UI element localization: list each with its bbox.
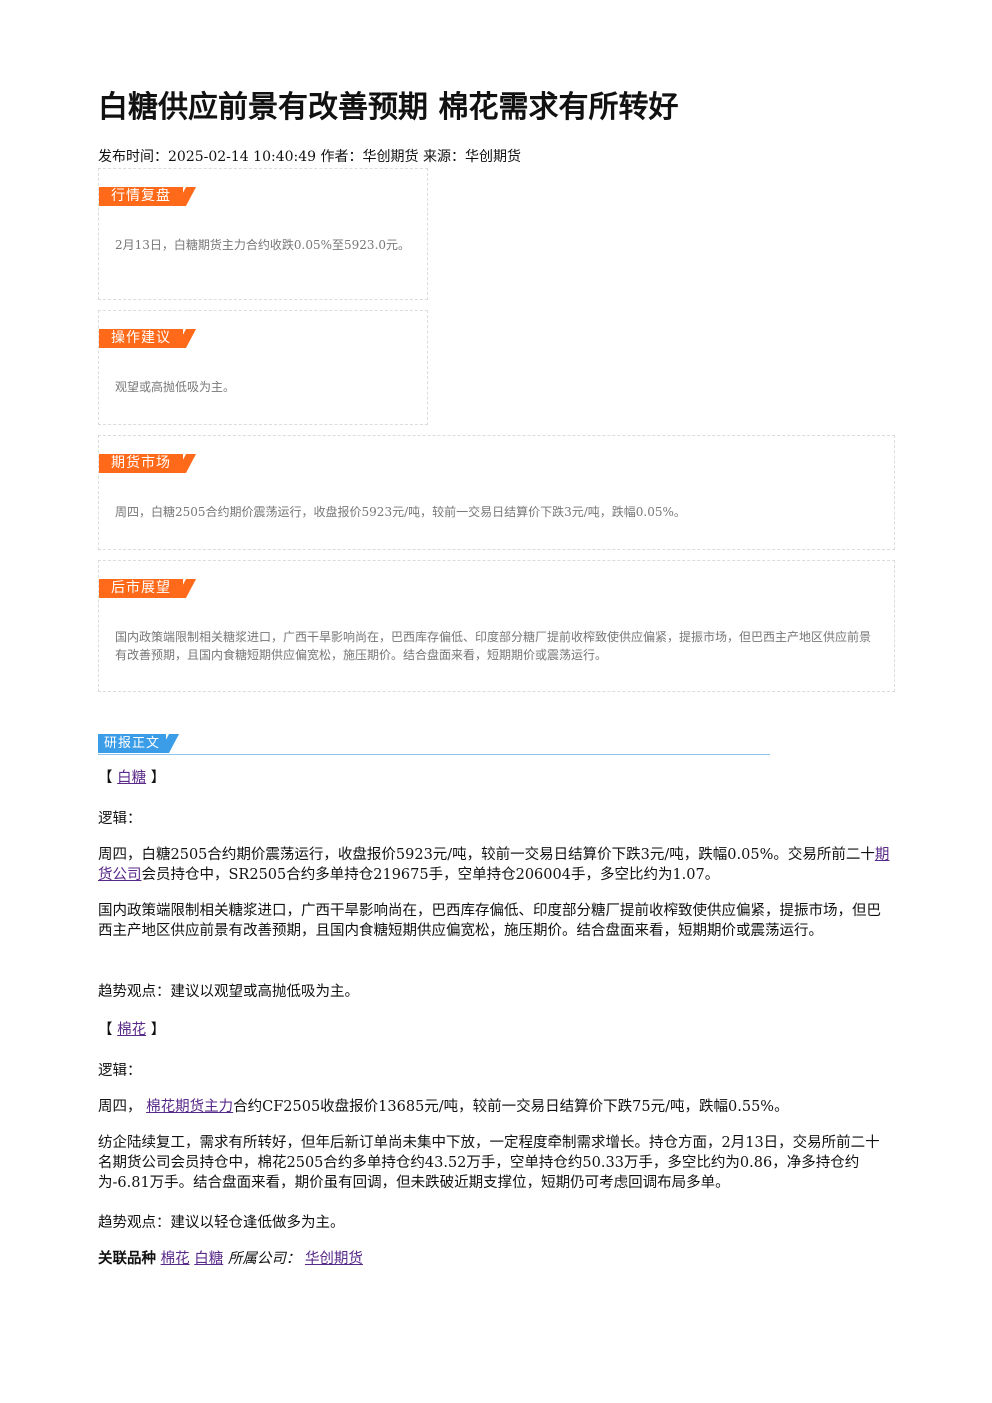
sugar-paragraph-1: 周四，白糖2505合约期价震荡运行，收盘报价5923元/吨，较前一交易日结算价下… [98, 847, 890, 883]
article-meta: 发布时间：2025-02-14 10:40:49 作者：华创期货 来源：华创期货 [98, 149, 521, 165]
sugar-link[interactable]: 白糖 [117, 770, 147, 786]
cotton-trend: 趋势观点：建议以轻仓逢低做多为主。 [98, 1215, 345, 1231]
card-text: 2月13日，白糖期货主力合约收跌0.05%至5923.0元。 [115, 238, 411, 252]
related-cotton-link[interactable]: 棉花 [160, 1251, 190, 1267]
sugar-paragraph-2: 国内政策端限制相关糖浆进口，广西干旱影响尚在，巴西库存偏低、印度部分糖厂提前收榨… [98, 903, 881, 939]
cotton-link[interactable]: 棉花 [117, 1022, 147, 1038]
cotton-futures-main-link[interactable]: 棉花期货主力 [146, 1099, 234, 1115]
card-text: 国内政策端限制相关糖浆进口，广西干旱影响尚在，巴西库存偏低、印度部分糖厂提前收榨… [115, 630, 872, 662]
sugar-logic-label: 逻辑： [98, 811, 142, 827]
cotton-paragraph-2: 纺企陆续复工，需求有所转好，但年后新订单尚未集中下放，一定程度牵制需求增长。持仓… [98, 1135, 880, 1191]
page-title: 白糖供应前景有改善预期 棉花需求有所转好 [98, 90, 679, 125]
card-text: 周四，白糖2505合约期价震荡运行，收盘报价5923元/吨，较前一交易日结算价下… [115, 505, 686, 519]
related-sugar-link[interactable]: 白糖 [194, 1251, 224, 1267]
card-tag: 期货市场 [99, 454, 183, 473]
cotton-heading: 【 棉花 】 [98, 1022, 166, 1038]
card-tag: 操作建议 [99, 329, 183, 348]
card-market-review: 行情复盘 2月13日，白糖期货主力合约收跌0.05%至5923.0元。 [98, 168, 428, 300]
sugar-heading: 【 白糖 】 [98, 770, 166, 786]
card-tag: 后市展望 [99, 579, 183, 598]
cotton-paragraph-1: 周四， 棉花期货主力合约CF2505收盘报价13685元/吨，较前一交易日结算价… [98, 1099, 789, 1115]
company-label: 所属公司： [227, 1251, 301, 1267]
company-link[interactable]: 华创期货 [304, 1251, 363, 1267]
card-tag: 行情复盘 [99, 187, 183, 206]
sugar-trend: 趋势观点：建议以观望或高抛低吸为主。 [98, 984, 359, 1000]
card-operation-advice: 操作建议 观望或高抛低吸为主。 [98, 310, 428, 425]
futures-company-link[interactable]: 期货公司 [98, 847, 890, 883]
report-section-tag: 研报正文 [98, 734, 167, 753]
related-footer: 关联品种 棉花 白糖 所属公司： 华创期货 [98, 1249, 893, 1269]
report-section-header: 研报正文 [98, 732, 770, 755]
cotton-logic-label: 逻辑： [98, 1063, 142, 1079]
related-label: 关联品种 [98, 1251, 156, 1267]
card-text: 观望或高抛低吸为主。 [115, 380, 236, 394]
card-futures-market: 期货市场 周四，白糖2505合约期价震荡运行，收盘报价5923元/吨，较前一交易… [98, 435, 895, 550]
card-outlook: 后市展望 国内政策端限制相关糖浆进口，广西干旱影响尚在，巴西库存偏低、印度部分糖… [98, 560, 895, 692]
